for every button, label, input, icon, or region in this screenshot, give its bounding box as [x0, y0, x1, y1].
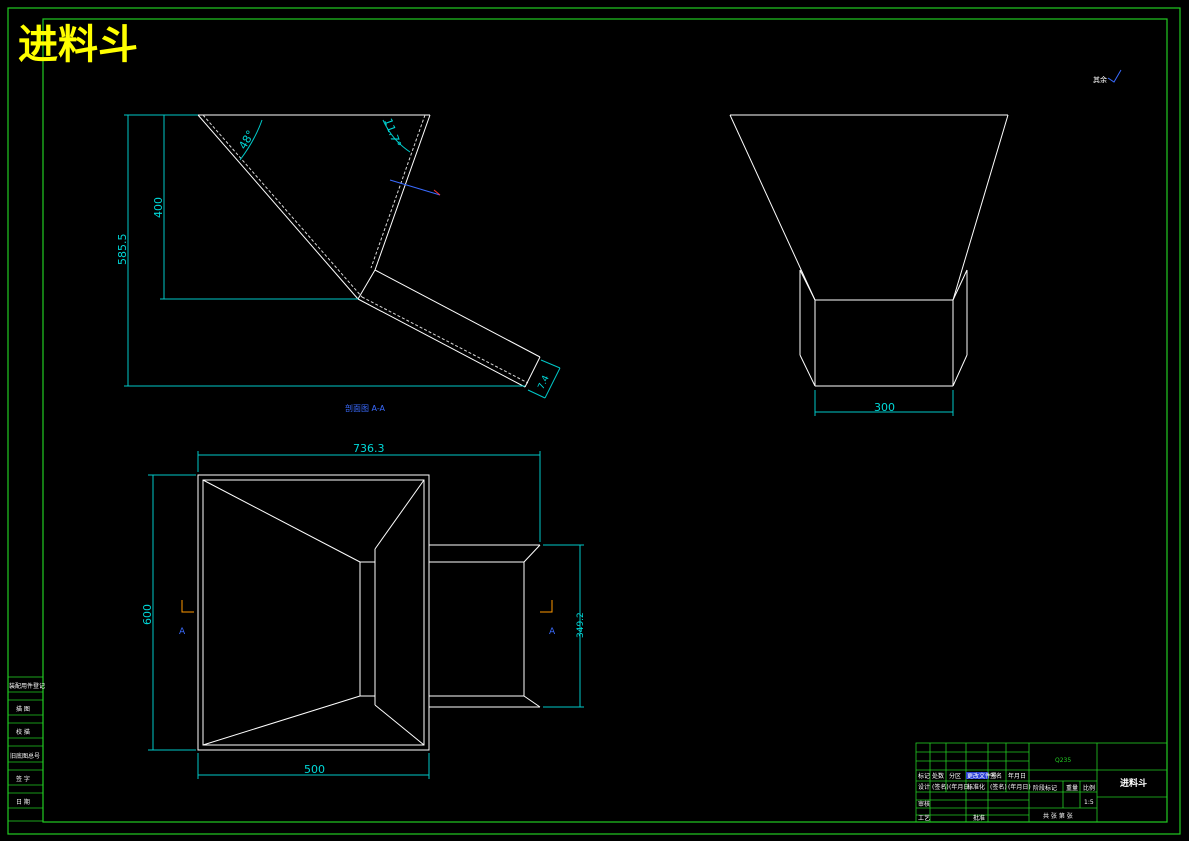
tb-row2-label-1: 设计: [918, 783, 930, 791]
section-mark-left: A: [179, 627, 186, 637]
tb-row2-label-3: (年月日): [949, 783, 972, 791]
tb-weight-label: 重量: [1066, 784, 1078, 792]
dim-plan-depth: 600: [141, 604, 154, 625]
dim-angle-left: 48°: [236, 128, 257, 151]
tb-process: 工艺: [918, 814, 930, 822]
dim-outlet-width: 349.2: [576, 612, 586, 638]
note-text: 其余: [1093, 75, 1107, 84]
tb-row-label-5: 签名: [990, 772, 1002, 780]
dim-hopper-height: 400: [152, 197, 165, 218]
front-view: [729, 114, 1009, 416]
section-mark-right: A: [549, 627, 556, 637]
dim-front-width: 300: [874, 401, 895, 414]
tb-scale-label: 比例: [1083, 784, 1095, 792]
side-label-1: 装配用件登记: [9, 682, 45, 690]
section-view: [124, 114, 561, 399]
tb-part-name: 进料斗: [1120, 777, 1147, 789]
tb-row2-label-4: 标准化: [967, 783, 985, 791]
tb-approve: 批准: [973, 814, 985, 822]
dim-plan-width: 736.3: [353, 442, 385, 455]
tb-row-label-2: 处数: [932, 772, 944, 780]
outer-frame: [7, 7, 1181, 835]
tb-row-label-4: 更改文件号: [967, 772, 997, 780]
dim-angle-right: 11.7°: [381, 117, 403, 150]
plan-view: [148, 451, 584, 779]
inner-frame: [42, 18, 1168, 823]
side-label-5: 签 字: [16, 775, 30, 783]
roughness-note: 其余: [1093, 69, 1122, 84]
dim-overall-height: 585.5: [116, 234, 129, 266]
tb-material: Q235: [1055, 757, 1071, 764]
tb-row2-label-5: (签名): [990, 783, 1007, 791]
drawing-title: 进料斗: [18, 21, 138, 68]
side-label-6: 日 期: [16, 798, 30, 806]
side-column: [7, 676, 44, 822]
section-label: 剖面图 A-A: [345, 403, 386, 413]
tb-row2-label-6: (年月日): [1008, 783, 1031, 791]
tb-scale: 1:5: [1084, 799, 1094, 806]
tb-row2-label-2: (签名): [932, 783, 949, 791]
tb-row-label-6: 年月日: [1008, 772, 1026, 780]
title-block: [915, 742, 1168, 823]
tb-row-label-3: 分区: [949, 772, 961, 780]
tb-sheet: 共 张 第 张: [1043, 812, 1073, 820]
side-label-3: 校 描: [16, 728, 30, 736]
tb-review: 审核: [918, 800, 930, 808]
side-label-2: 描 图: [16, 705, 30, 713]
side-label-4: 旧底图总号: [10, 752, 40, 760]
tb-row-label-1: 标记: [918, 772, 930, 780]
tb-stage-label: 阶段标记: [1033, 784, 1057, 792]
dim-plan-base: 500: [304, 763, 325, 776]
roughness-symbol-icon: [1107, 69, 1122, 83]
